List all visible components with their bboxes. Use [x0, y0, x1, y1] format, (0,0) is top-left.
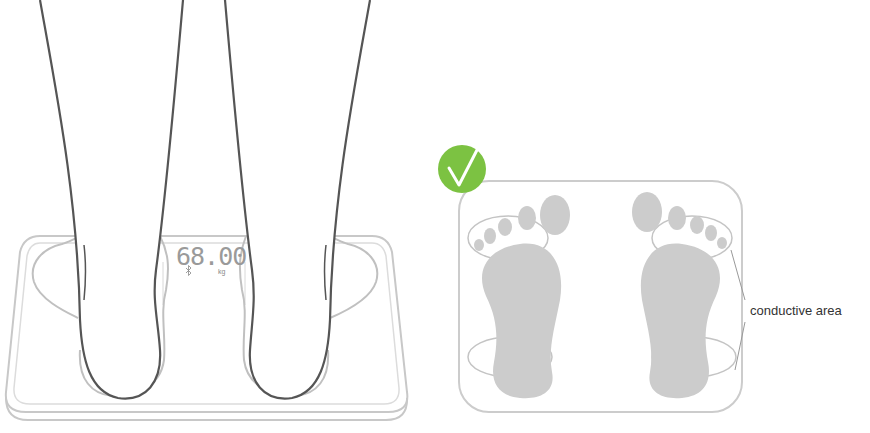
scale-top-view — [459, 181, 742, 412]
right-leg — [225, 0, 370, 399]
leader-line — [735, 322, 745, 370]
scale-inner-edge — [14, 243, 399, 404]
ankle-line — [325, 245, 327, 300]
scale-edge — [6, 398, 407, 420]
unit-label: kg — [218, 268, 225, 275]
footprint — [632, 192, 727, 398]
scale-body — [6, 236, 408, 412]
footprint — [474, 195, 570, 398]
check-badge — [438, 145, 486, 193]
ankle-line — [84, 245, 86, 300]
leader-line — [731, 250, 745, 300]
check-mark — [449, 150, 477, 185]
left-leg — [40, 0, 183, 399]
weight-readout: 68.00 — [176, 244, 246, 269]
callout-label: conductive area — [750, 304, 842, 317]
